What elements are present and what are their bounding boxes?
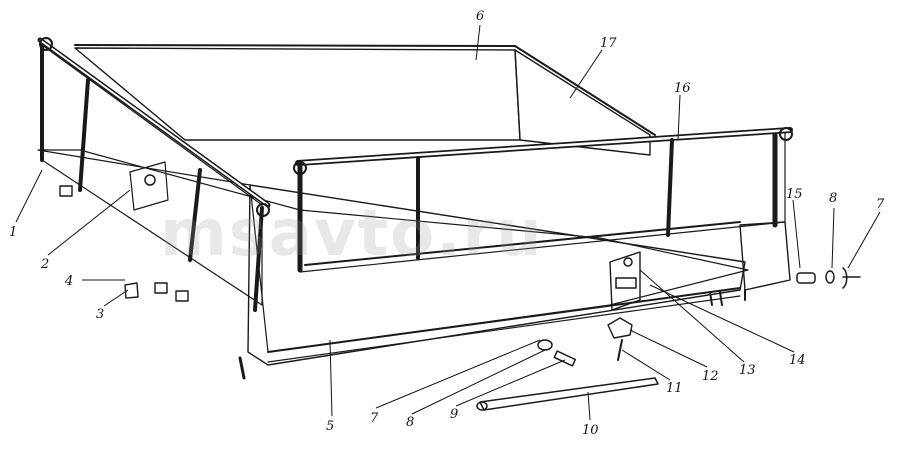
callout-6: 6 [476,9,484,24]
callout-9: 9 [450,407,458,422]
callout-labels: 1 2 3 4 5 6 7 7 8 8 9 10 11 12 13 14 15 … [9,9,885,438]
leader-lines [15,24,881,421]
side-hooks [59,185,246,380]
callout-16: 16 [674,81,691,96]
callout-3: 3 [96,307,104,322]
callout-8-right: 8 [829,191,837,206]
callout-4: 4 [64,274,73,289]
hinge-bracket [609,251,641,311]
callout-7-lower: 7 [370,411,379,426]
callout-1: 1 [9,225,17,240]
callout-14: 14 [789,353,806,368]
callout-8-lower: 8 [406,415,414,430]
rear-tailgate [709,221,791,306]
callout-7-right: 7 [876,197,885,212]
callout-11: 11 [666,381,683,396]
watermark-text: msavto.ru [160,197,544,271]
callout-12: 12 [702,369,719,384]
floor-platform [37,149,749,366]
right-side-board [293,127,793,273]
rear-pin-assembly [796,267,861,289]
callout-2: 2 [40,257,49,272]
callout-15: 15 [786,187,803,202]
callout-13: 13 [739,363,756,378]
callout-17: 17 [600,36,617,51]
front-wall-panel [74,44,656,156]
left-wall-bracket [129,161,169,211]
lower-hardware [476,317,659,411]
callout-10: 10 [582,423,599,438]
callout-5: 5 [326,419,334,434]
left-side-board [37,37,271,312]
